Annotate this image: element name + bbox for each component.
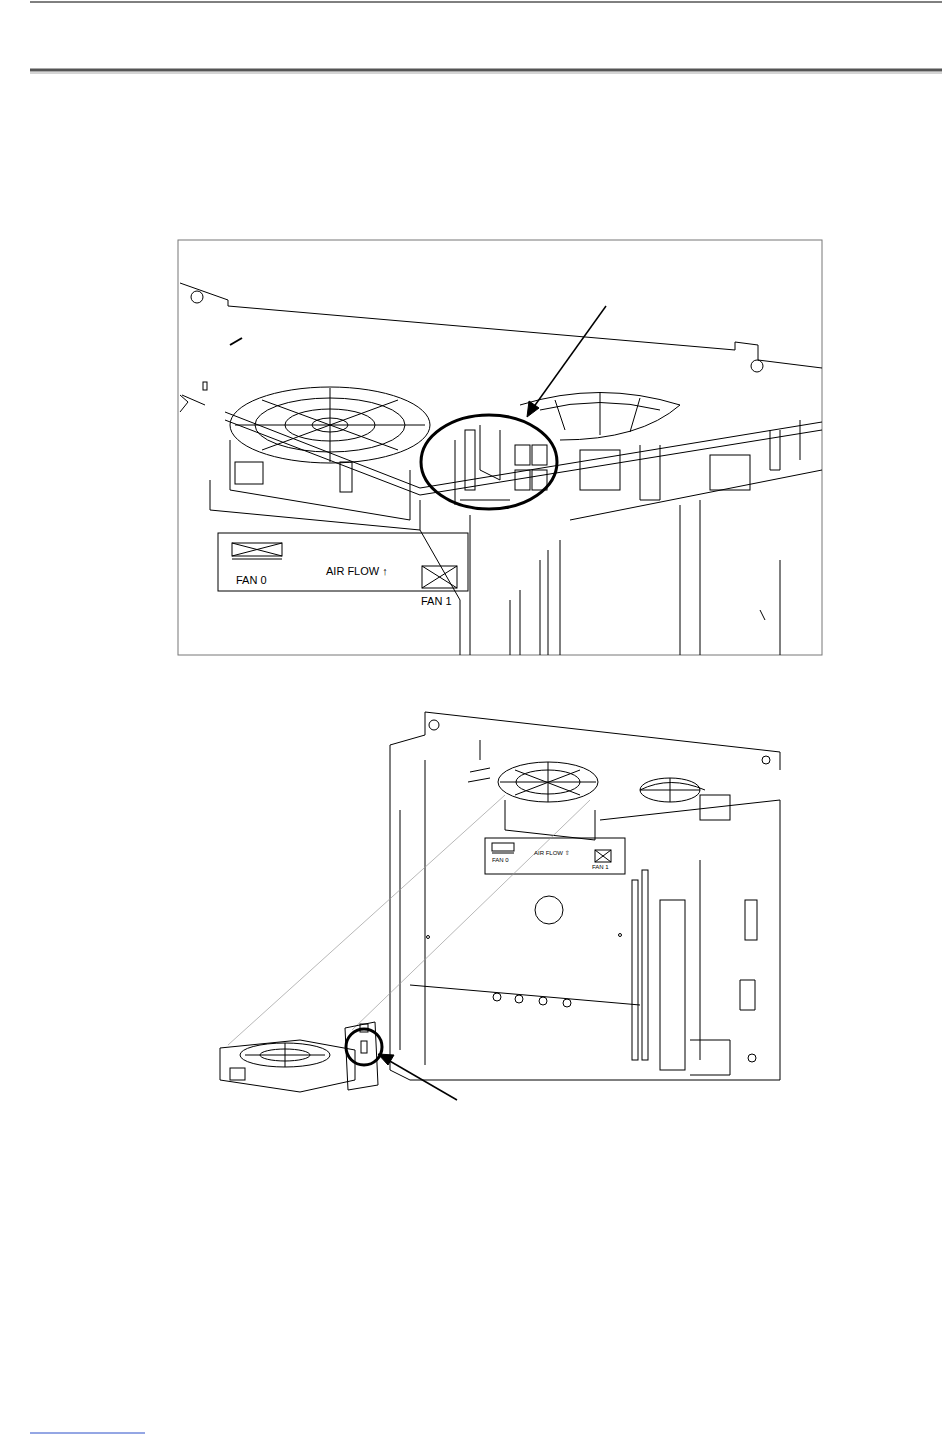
plate-label: AIR FLOW ↑ <box>326 566 388 577</box>
plate-label: FAN 1 <box>421 596 452 607</box>
plate-label: FAN 0 <box>492 857 509 863</box>
plate-label: AIR FLOW ⇧ <box>534 850 570 856</box>
plate-label: FAN 1 <box>592 864 609 870</box>
plate-label: FAN 0 <box>236 575 267 586</box>
